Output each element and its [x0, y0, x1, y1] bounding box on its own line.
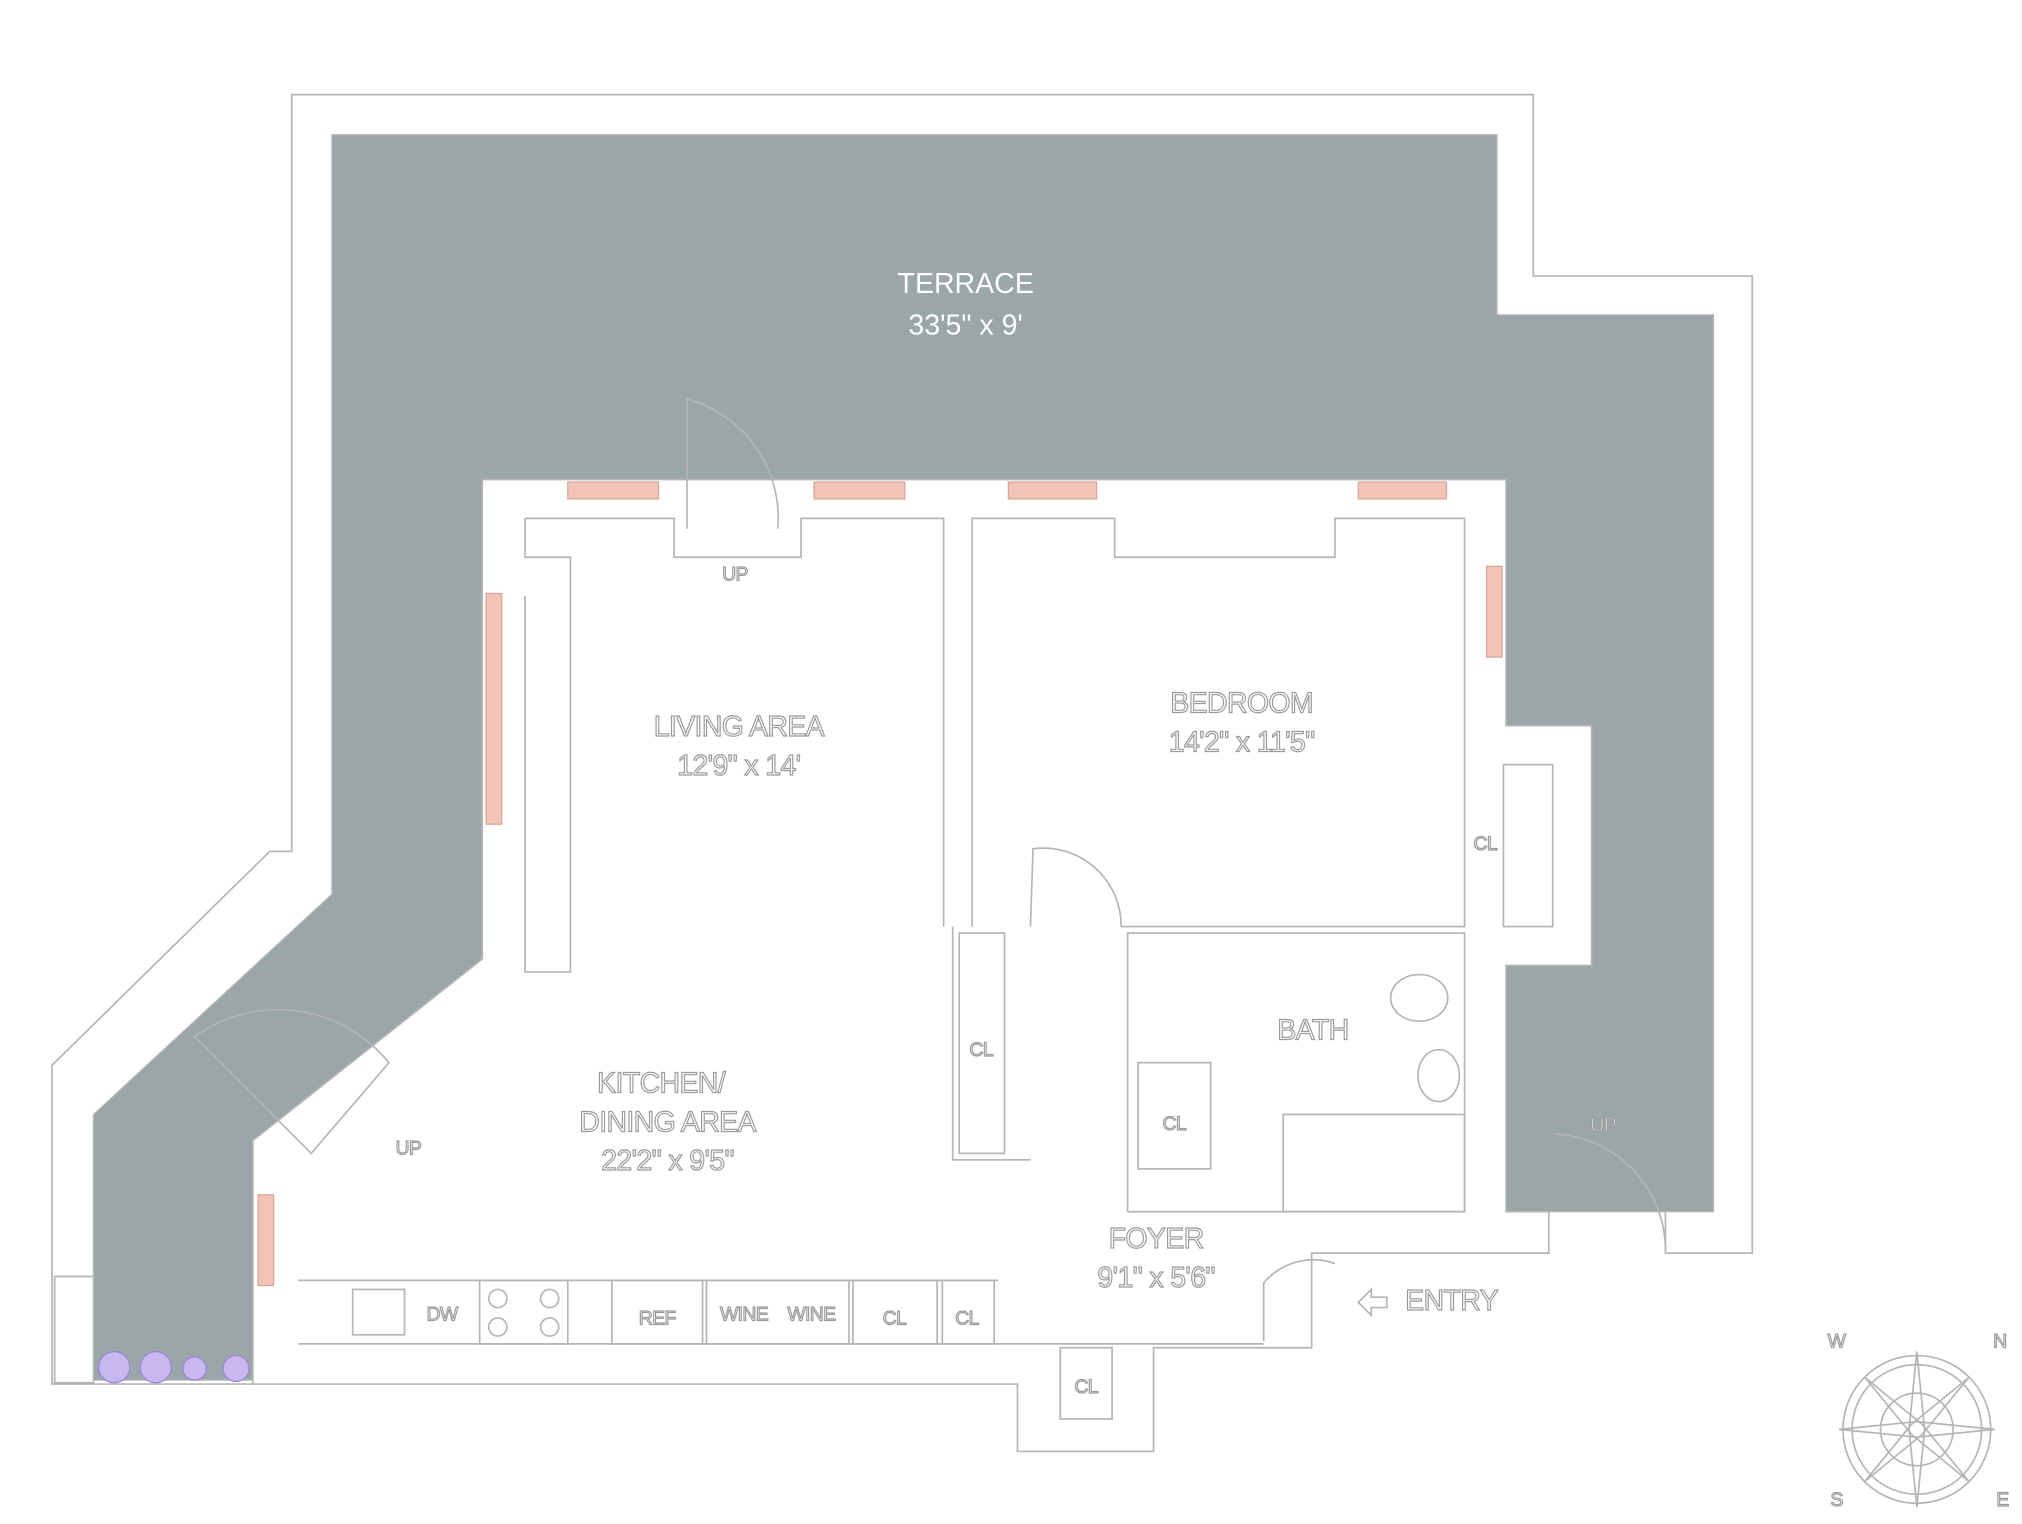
bedroom-closet — [1502, 763, 1554, 928]
left-terrace-door[interactable] — [193, 1008, 391, 1155]
bedroom-label: BEDROOM — [1170, 688, 1313, 720]
inner-wall — [524, 518, 572, 973]
plants-icon — [98, 1350, 250, 1384]
kitchen-label-2: DINING AREA — [579, 1106, 756, 1138]
living-label: LIVING AREA — [654, 711, 825, 743]
refrigerator — [611, 1279, 704, 1345]
window — [257, 1194, 275, 1287]
terrace-size: 33'5" x 9' — [908, 309, 1022, 341]
burner-icon — [487, 1288, 508, 1309]
kitchen-closet — [852, 1279, 938, 1345]
compass-e: E — [1996, 1489, 2009, 1511]
inner-wall — [525, 517, 945, 927]
compass-w: W — [1828, 1331, 1847, 1353]
closet-label: CL — [1074, 1376, 1098, 1398]
up-label: UP — [722, 564, 748, 586]
closet-label: CL — [969, 1039, 993, 1061]
windows — [257, 481, 1503, 1287]
compass-s: S — [1830, 1489, 1843, 1511]
window — [485, 592, 503, 825]
wine-label: WINE — [720, 1304, 769, 1326]
entry-arrow-icon — [1357, 1287, 1388, 1318]
compass-rose-icon — [1839, 1351, 1995, 1508]
bedroom-door[interactable] — [1029, 847, 1122, 927]
window — [1357, 481, 1448, 500]
inner-wall — [951, 926, 1031, 1161]
sink-icon — [1417, 1048, 1461, 1103]
terrace-wall-stub — [53, 1275, 95, 1384]
window — [1007, 481, 1098, 500]
bath-label: BATH — [1277, 1014, 1348, 1046]
toilet-icon — [1389, 973, 1449, 1023]
burner-icon — [539, 1317, 560, 1337]
bedroom-size: 14'2" x 11'5" — [1169, 727, 1315, 759]
wine-coolers — [705, 1279, 850, 1345]
burner-icon — [487, 1317, 508, 1337]
closet-label: CL — [955, 1307, 979, 1329]
terrace-label: TERRACE — [898, 268, 1034, 300]
burner-icon — [539, 1288, 560, 1309]
kitchen-label-1: KITCHEN/ — [597, 1067, 726, 1099]
window — [567, 481, 660, 500]
kitchen-closet — [941, 1279, 995, 1345]
window — [1485, 565, 1503, 658]
right-terrace-door[interactable] — [1555, 1133, 1667, 1251]
dishwasher-label: DW — [427, 1304, 459, 1326]
sink-icon — [351, 1288, 406, 1336]
foyer-size: 9'1" x 5'6" — [1097, 1262, 1214, 1294]
closet-label: CL — [883, 1307, 907, 1329]
hall-closet — [958, 932, 1006, 1155]
shower — [1282, 1113, 1466, 1213]
foyer-label: FOYER — [1109, 1223, 1204, 1255]
up-label: UP — [1590, 1114, 1616, 1136]
terrace-outer-border — [51, 93, 1754, 1385]
inner-wall — [971, 517, 1466, 928]
up-label: UP — [396, 1138, 422, 1160]
closet-label: CL — [1163, 1113, 1187, 1135]
terrace-door[interactable] — [686, 398, 780, 529]
stove-icon — [478, 1279, 569, 1345]
foyer-closet — [1059, 1346, 1113, 1420]
apartment-outline — [252, 478, 1593, 1453]
window — [813, 481, 906, 500]
closet-label: CL — [1474, 833, 1498, 855]
wine-label: WINE — [787, 1304, 836, 1326]
compass-n: N — [1993, 1331, 2006, 1353]
kitchen-size: 22'2" x 9'5" — [601, 1145, 734, 1177]
entry-door[interactable] — [1262, 1259, 1336, 1342]
bath-closet — [1137, 1061, 1212, 1170]
refrigerator-label: REF — [639, 1307, 677, 1329]
entry-label: ENTRY — [1405, 1285, 1498, 1317]
living-size: 12'9" x 14' — [677, 750, 800, 782]
